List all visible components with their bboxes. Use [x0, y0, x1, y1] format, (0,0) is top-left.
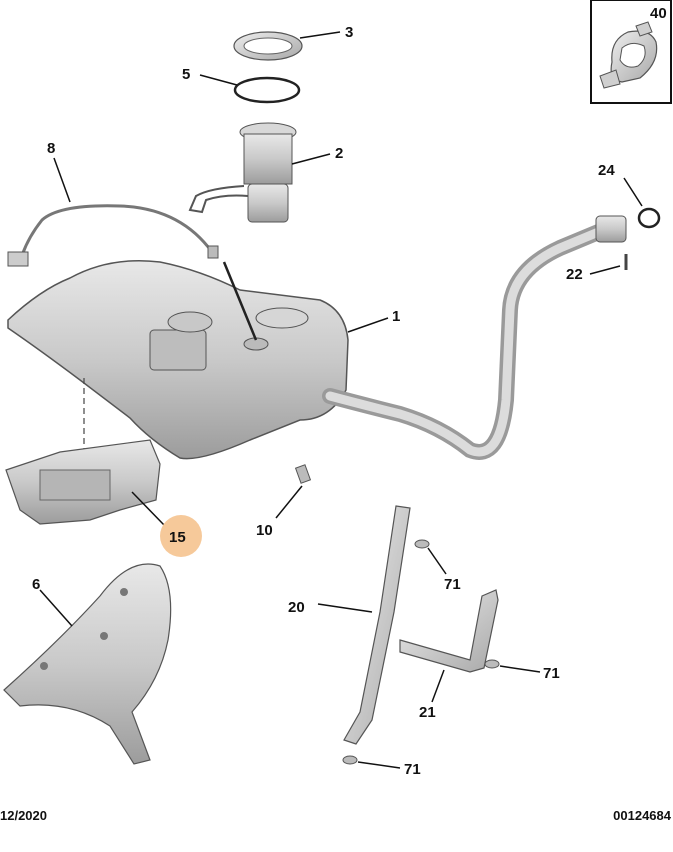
part-6-heat-shield — [3, 563, 172, 765]
part-15-bracket — [5, 378, 166, 527]
callout-21[interactable]: 21 — [419, 704, 436, 721]
part-24-seal — [623, 177, 661, 229]
part-21-strap — [399, 589, 499, 703]
callout-24[interactable]: 24 — [598, 162, 615, 179]
part-22-clip — [589, 254, 628, 275]
callout-8[interactable]: 8 — [47, 140, 55, 157]
part-8-harness — [7, 157, 219, 267]
callout-5[interactable]: 5 — [182, 66, 190, 83]
footer-reference: 00124684 — [613, 808, 671, 823]
callout-10[interactable]: 10 — [256, 522, 273, 539]
part-10-stud — [275, 464, 312, 519]
callout-1[interactable]: 1 — [392, 308, 400, 325]
callout-6[interactable]: 6 — [32, 576, 40, 593]
callout-3[interactable]: 3 — [345, 24, 353, 41]
callout-15[interactable]: 15 — [169, 529, 186, 546]
part-3-locking-ring — [233, 31, 341, 61]
filler-pipe — [322, 215, 627, 460]
part-40-inset — [590, 0, 672, 104]
callout-40[interactable]: 40 — [650, 5, 667, 22]
part-2-pump-module — [188, 122, 331, 223]
callout-22[interactable]: 22 — [566, 266, 583, 283]
callout-15-highlight — [160, 515, 202, 557]
callout-20[interactable]: 20 — [288, 599, 305, 616]
callout-71-upper[interactable]: 71 — [444, 576, 461, 593]
footer-date: 12/2020 — [0, 808, 47, 823]
part-5-seal — [199, 74, 301, 104]
part-1-fuel-tank — [7, 259, 389, 460]
callout-71-middle[interactable]: 71 — [543, 665, 560, 682]
part-71-nuts — [342, 539, 541, 769]
callout-2[interactable]: 2 — [335, 145, 343, 162]
part-20-strap — [317, 505, 411, 745]
callout-71-lower[interactable]: 71 — [404, 761, 421, 778]
